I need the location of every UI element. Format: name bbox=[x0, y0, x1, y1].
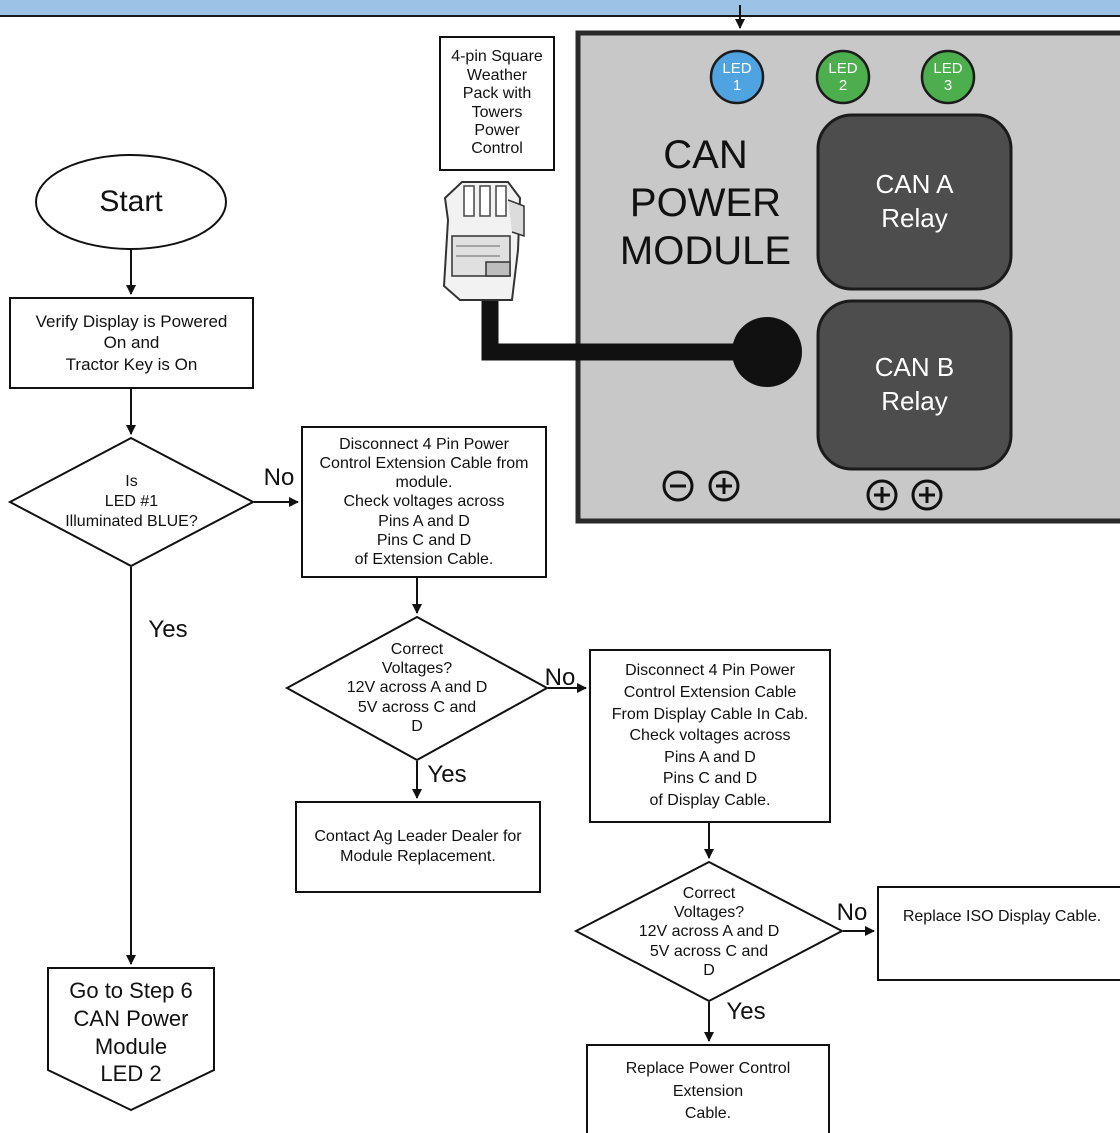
connector-label-box bbox=[439, 36, 555, 171]
start-label: Start bbox=[99, 185, 163, 219]
disconnect-module-label: Disconnect 4 Pin Power Control Extension… bbox=[319, 435, 529, 568]
replace-extension-box bbox=[586, 1044, 830, 1133]
yes-label-2: Yes bbox=[427, 761, 467, 788]
no-label-1: No bbox=[263, 464, 295, 491]
contact-dealer-box bbox=[295, 801, 541, 893]
verify-box bbox=[9, 297, 254, 389]
no-label-2: No bbox=[544, 664, 576, 691]
relay-b-label: CAN B Relay bbox=[874, 352, 955, 416]
minus-symbol bbox=[662, 470, 694, 502]
led-1-label: LED 1 bbox=[722, 59, 752, 94]
disconnect-display-box bbox=[589, 649, 831, 823]
no-label-3: No bbox=[836, 899, 868, 926]
replace-iso-box bbox=[877, 886, 1120, 981]
led-1-circle bbox=[709, 49, 765, 105]
plus-symbol-relay-1 bbox=[866, 479, 898, 511]
yes-label-3: Yes bbox=[726, 998, 766, 1025]
goto-step-shape bbox=[47, 967, 215, 1112]
top-header-band bbox=[0, 0, 1120, 17]
relay-b-block bbox=[816, 299, 1013, 471]
power-cable bbox=[481, 300, 765, 361]
goto-step-label: Go to Step 6 CAN Power Module LED 2 bbox=[69, 978, 193, 1087]
plus-symbol bbox=[708, 470, 740, 502]
voltages-decision-2 bbox=[573, 860, 845, 1003]
led1-decision bbox=[7, 436, 256, 568]
replace-extension-label: Replace Power Control Extension Cable. bbox=[625, 1060, 791, 1123]
relay-a-block bbox=[816, 113, 1013, 291]
contact-dealer-label: Contact Ag Leader Dealer for Module Repl… bbox=[314, 828, 522, 865]
module-title: CAN POWER MODULE bbox=[619, 133, 792, 273]
disconnect-display-label: Disconnect 4 Pin Power Control Extension… bbox=[611, 662, 809, 809]
yes-label-1: Yes bbox=[148, 616, 188, 643]
replace-iso-label: Replace ISO Display Cable. bbox=[902, 908, 1102, 925]
led1-question-label: Is LED #1 Illuminated BLUE? bbox=[65, 473, 198, 530]
disconnect-module-box bbox=[301, 426, 547, 578]
verify-label: Verify Display is Powered On and Tractor… bbox=[35, 312, 228, 374]
led-2-label: LED 2 bbox=[828, 59, 858, 94]
connector-label: 4-pin Square Weather Pack with Towers Po… bbox=[451, 48, 543, 158]
module-port-plug bbox=[732, 317, 802, 387]
start-oval bbox=[35, 154, 227, 250]
voltages-decision-1 bbox=[284, 615, 550, 762]
led-3-circle bbox=[920, 49, 976, 105]
connector-icon bbox=[442, 181, 525, 301]
led-3-label: LED 3 bbox=[933, 59, 963, 94]
led-2-circle bbox=[815, 49, 871, 105]
plus-symbol-relay-2 bbox=[911, 479, 943, 511]
voltages-question-1-label: Correct Voltages? 12V across A and D 5V … bbox=[346, 641, 488, 735]
voltages-question-2-label: Correct Voltages? 12V across A and D 5V … bbox=[638, 885, 780, 979]
relay-a-label: CAN A Relay bbox=[875, 169, 954, 233]
